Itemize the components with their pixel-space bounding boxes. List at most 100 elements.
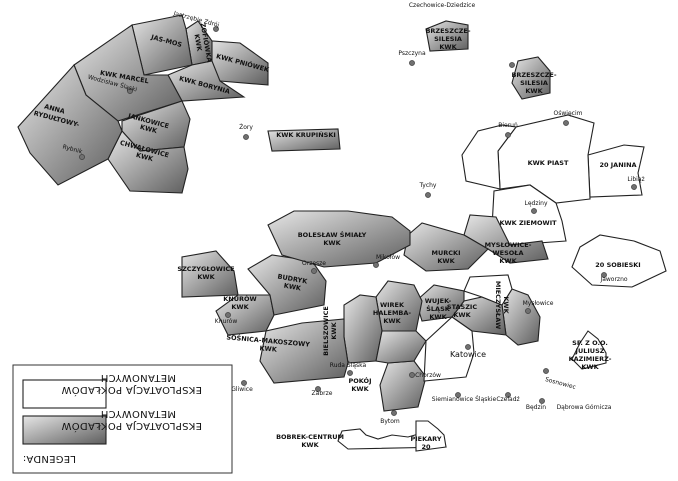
label-janina: 20 JANINA [599, 161, 636, 169]
label-szczyglowice: SZCZYGŁOWICE [177, 265, 234, 273]
label-bobrek: BOBREK-CENTRUM [276, 433, 344, 441]
legend-non-exploited-line2: METANOWYCH [101, 372, 176, 383]
area-sobieski [571, 234, 667, 288]
label-kwk-brzeszcze: KWK [525, 87, 543, 95]
label-kwk-szczyglowice: KWK [197, 273, 215, 281]
label-kwk-myslowice: KWK [499, 257, 517, 265]
area-rydultowy-anna [17, 63, 123, 186]
label-brzeszcze-b: SILESIA [520, 79, 548, 87]
city-dot-ruda [347, 370, 353, 376]
area-bielszowice [343, 294, 383, 364]
label-kwk-piekary: 20 [421, 443, 431, 451]
area-kazimierz-juliusz [571, 330, 607, 370]
label-silesia: SILESIA [434, 35, 462, 43]
city-dot-sosnowiec [543, 368, 549, 374]
label-kazimierz: KAZIMIERZ- [569, 355, 612, 363]
city-dot-mikolow [373, 262, 379, 268]
legend-swatch-exploited [22, 415, 107, 445]
label-kwk-wujek: KWK [429, 313, 447, 321]
area-pokoj [379, 360, 427, 412]
city-dot-katowice [465, 344, 471, 350]
city-tychy: Tychy [419, 182, 437, 189]
label-brzeszcze-a: BRZESZCZE- [511, 71, 556, 79]
area-silesia [425, 20, 469, 52]
city-orzesze: Orzesze [302, 260, 326, 267]
label-boleslaw: BOLESŁAW ŚMIAŁY [298, 230, 367, 239]
label-murcki: MURCKI [432, 249, 461, 257]
city-katowice: Katowice [450, 350, 486, 359]
city-mikolow: Mikołów [376, 254, 400, 261]
label-kwk-sosnica: KWK [259, 344, 278, 354]
label-wujek: WUJEK- [425, 297, 452, 305]
label-juliusz: JULIUSZ [575, 347, 605, 355]
city-chorzow: Chorzów [415, 372, 441, 379]
city-czechowice: Czechowice-Dziedzice [409, 2, 476, 9]
legend: EKSPLOATACJA POKŁADÓW METANOWYCH EKSPLOA… [12, 364, 233, 474]
area-oswiecim-zone [461, 124, 517, 190]
label-kwk-mieczyslaw: KWK [502, 296, 510, 314]
city-dot-myslowice [525, 308, 531, 314]
label-wirek: WIREK [380, 301, 405, 309]
label-kwk-budryk: KWK [283, 282, 302, 293]
city-dot-jaworzno [601, 272, 607, 278]
city-bytom: Bytom [380, 418, 400, 425]
label-kwk-boleslaw: KWK [323, 239, 341, 247]
city-dot-libiaz [631, 184, 637, 190]
label-kwk-murcki: KWK [437, 257, 455, 265]
city-ruda: Ruda Śląska [330, 362, 367, 369]
label-wesola: WESOŁA [492, 249, 523, 257]
city-dot-ledziny [531, 208, 537, 214]
area-myslowice-wesola [463, 214, 549, 264]
label-kwk-zofiowka: KWK [193, 33, 204, 52]
city-bedzin: Będzin [526, 404, 546, 411]
legend-exploited-line2: METANOWYCH [101, 408, 176, 419]
area-budryk [247, 254, 327, 316]
legend-exploited-line1: EKSPLOATACJA POKŁADÓW [61, 420, 202, 433]
label-pokoj: POKÓJ [349, 376, 372, 385]
area-katowice-centre [463, 274, 513, 306]
city-dot-oswiecim [563, 120, 569, 126]
label-krupinski: KWK KRUPIŃSKI [276, 130, 336, 139]
city-siemianowice: Siemianowice Śląskie [432, 396, 497, 403]
area-szczyglowice [181, 250, 239, 298]
city-dot-bedzin [539, 398, 545, 404]
label-staszic: STASZIC [447, 303, 477, 311]
area-boleslaw-smialy [267, 210, 411, 268]
area-silesia-brzeszcze [511, 56, 551, 100]
label-kwk-halemba: KWK [383, 317, 401, 325]
city-bierun: Bieruń [498, 122, 518, 129]
area-chorzow [423, 316, 475, 382]
label-kwk-staszic: KWK [453, 311, 471, 319]
label-silesia-b: BRZESZCZE- [425, 27, 470, 35]
city-gliwice: Gliwice [231, 386, 253, 393]
label-spzoo: SP. Z O.O. [572, 339, 608, 347]
label-kwk-bobrek: KWK [301, 441, 319, 449]
area-jas-mos [131, 14, 193, 76]
city-dot-pszczyna [409, 60, 415, 66]
city-dot-czechowice [509, 62, 515, 68]
city-dot-bytom [391, 410, 397, 416]
city-dot-wodzislaw [127, 88, 133, 94]
city-dot-zabrze [315, 386, 321, 392]
city-pszczyna: Pszczyna [398, 50, 426, 57]
label-piekary: PIEKARY [410, 435, 441, 443]
area-murcki [403, 222, 489, 272]
city-dot-zory [243, 134, 249, 140]
label-knurow: KNURÓW [223, 294, 256, 303]
label-bielszowice: BIELSZOWICE [322, 306, 330, 356]
area-krupinski [267, 128, 341, 152]
city-oswiecim: Oświęcim [554, 110, 583, 117]
city-knurow: Knurów [215, 318, 238, 325]
legend-swatch-non-exploited [22, 379, 107, 409]
label-myslowice: MYSŁOWICE- [485, 241, 532, 249]
city-dot-siemianowice [455, 392, 461, 398]
legend-title: LEGENDA: [23, 453, 76, 464]
label-sobieski: 20 SOBIESKI [595, 261, 640, 269]
label-slask: ŚLĄSK [426, 304, 451, 313]
label-kwk-knurow: KWK [231, 303, 249, 311]
city-dot-bierun [505, 132, 511, 138]
city-dot-tychy [425, 192, 431, 198]
